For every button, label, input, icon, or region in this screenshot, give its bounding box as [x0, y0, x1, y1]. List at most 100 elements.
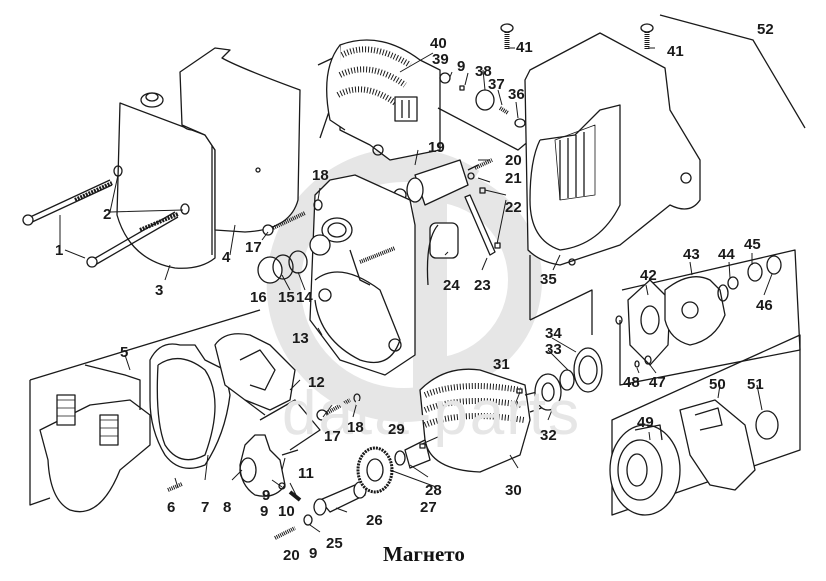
part-36-pin: [514, 118, 526, 128]
label-49: 49: [637, 414, 654, 431]
label-18: 18: [312, 167, 329, 184]
label-47: 47: [649, 374, 666, 391]
part-51-snap-ring: [755, 410, 779, 440]
label-9a: 9: [260, 503, 269, 520]
part-17-screw-lower: [316, 398, 351, 421]
part-13-breaker-housing: [309, 174, 416, 376]
part-9-washer-top: [459, 85, 465, 91]
part-32-shield: [534, 373, 562, 411]
label-10: 10: [278, 503, 295, 520]
label-36: 36: [508, 86, 525, 103]
label-20: 20: [505, 152, 522, 169]
part-34-bearing: [573, 347, 603, 393]
part-40-coil: [317, 39, 441, 161]
label-27: 27: [420, 499, 437, 516]
label-13: 13: [292, 330, 309, 347]
part-37-spring: [498, 106, 510, 115]
part-4-cover: [179, 47, 301, 233]
label-7: 7: [201, 499, 210, 516]
label-26: 26: [366, 512, 383, 529]
part-41-screw: [500, 23, 514, 50]
part-10-pin: [288, 490, 302, 502]
label-48: 48: [623, 374, 640, 391]
part-21-nut: [467, 172, 475, 180]
label-19: 19: [428, 139, 445, 156]
part-50-coupling-housing: [679, 399, 756, 491]
label-42: 42: [640, 267, 657, 284]
label-35: 35: [540, 271, 557, 288]
part-5-coil-body: [29, 309, 261, 513]
label-17: 17: [245, 239, 262, 256]
label-25: 25: [326, 535, 343, 552]
leader-52: [659, 14, 806, 129]
part-27-gear: [356, 446, 394, 494]
part-2-washer: [180, 203, 190, 215]
label-12: 12: [308, 374, 325, 391]
part-42-plate: [627, 279, 671, 366]
label-2: 2: [103, 206, 112, 223]
label-37: 37: [488, 76, 505, 93]
part-46-o-ring: [766, 255, 782, 275]
label-9b: 9: [457, 58, 466, 75]
part-32-shield-inner: [541, 382, 555, 402]
part-26-sleeve: [313, 481, 367, 516]
label-21: 21: [505, 170, 522, 187]
label-3: 3: [155, 282, 164, 299]
label-32: 32: [540, 427, 557, 444]
label-41a: 41: [516, 39, 533, 56]
label-41b: 41: [667, 43, 684, 60]
label-30: 30: [505, 482, 522, 499]
label-20b: 20: [283, 547, 300, 564]
bracket-line-8: [259, 399, 321, 451]
label-52: 52: [757, 21, 774, 38]
label-33: 33: [545, 341, 562, 358]
part-33-bushing: [559, 369, 575, 391]
label-22: 22: [505, 199, 522, 216]
part-48-o-ring-top: [615, 315, 623, 325]
part-12-breaker-plate: [214, 333, 296, 416]
part-39-nut: [439, 72, 451, 84]
part-20-screw: [474, 158, 493, 170]
label-51: 51: [747, 376, 764, 393]
label-6: 6: [167, 499, 176, 516]
label-40: 40: [430, 35, 447, 52]
part-49-spring-coupling: [609, 424, 681, 516]
label-44: 44: [718, 246, 735, 263]
part-24-condenser: [426, 222, 459, 286]
label-17b: 17: [324, 428, 341, 445]
label-9c: 9: [309, 545, 318, 562]
label-11: 11: [298, 465, 314, 482]
part-28-ring: [394, 450, 406, 466]
watermark-text: data-parts: [282, 379, 582, 448]
label-39: 39: [432, 51, 449, 68]
part-44-washer: [727, 276, 739, 290]
label-5: 5: [120, 344, 129, 361]
part-43-flange: [664, 276, 729, 346]
label-4: 4: [222, 249, 231, 266]
part-48-o-ring: [634, 360, 640, 368]
part-20-screw-low: [274, 526, 296, 540]
label-14: 14: [296, 289, 313, 306]
part-25-washer: [303, 514, 313, 526]
leader-lines: [59, 47, 773, 533]
part-6-screw: [167, 482, 183, 492]
part-17-screw: [262, 211, 306, 236]
label-29: 29: [388, 421, 405, 438]
part-35-housing: [524, 32, 701, 266]
label-50: 50: [709, 376, 726, 393]
part-30-magnet-rotor: [404, 368, 551, 473]
part-38-terminal: [475, 89, 495, 111]
label-46: 46: [756, 297, 773, 314]
label-1: 1: [55, 242, 64, 259]
part-11-spring-clip: [281, 449, 299, 456]
part-45-seal: [747, 262, 763, 282]
label-9d: 9: [262, 487, 271, 504]
part-1-bolts: [22, 179, 179, 268]
part-41-screw: [640, 23, 654, 50]
label-24: 24: [443, 277, 460, 294]
part-15-spring: [272, 254, 294, 280]
part-7-gasket: [149, 343, 231, 469]
label-34: 34: [545, 325, 562, 342]
label-45: 45: [744, 236, 761, 253]
